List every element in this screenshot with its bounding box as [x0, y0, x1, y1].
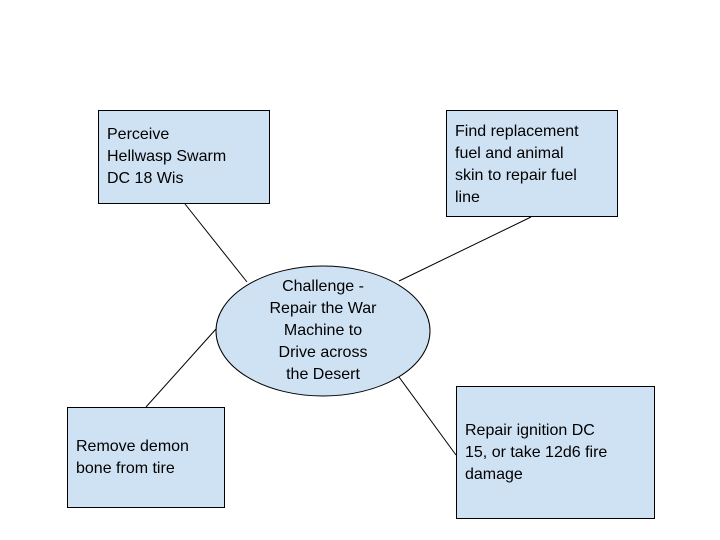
- node-demon-text: Remove demon bone from tire: [76, 437, 189, 477]
- node-repair-ignition: Repair ignition DC 15, or take 12d6 fire…: [456, 386, 655, 519]
- node-perceive-hellwasp: Perceive Hellwasp Swarm DC 18 Wis: [98, 110, 270, 204]
- connector-perceive: [184, 203, 248, 283]
- center-ellipse: [215, 265, 431, 397]
- center-node-label: Challenge - Repair the War Machine to Dr…: [216, 266, 430, 396]
- connector-fuel: [398, 216, 532, 282]
- connector-ignition: [398, 376, 457, 456]
- center-node-text: Challenge - Repair the War Machine to Dr…: [269, 278, 377, 383]
- node-ignition-text: Repair ignition DC 15, or take 12d6 fire…: [465, 421, 608, 483]
- node-remove-demon-bone: Remove demon bone from tire: [67, 407, 225, 508]
- node-replace-fuel: Find replacement fuel and animal skin to…: [446, 110, 618, 217]
- connector-demon: [145, 328, 217, 408]
- node-fuel-text: Find replacement fuel and animal skin to…: [455, 123, 579, 206]
- node-perceive-text: Perceive Hellwasp Swarm DC 18 Wis: [107, 126, 227, 187]
